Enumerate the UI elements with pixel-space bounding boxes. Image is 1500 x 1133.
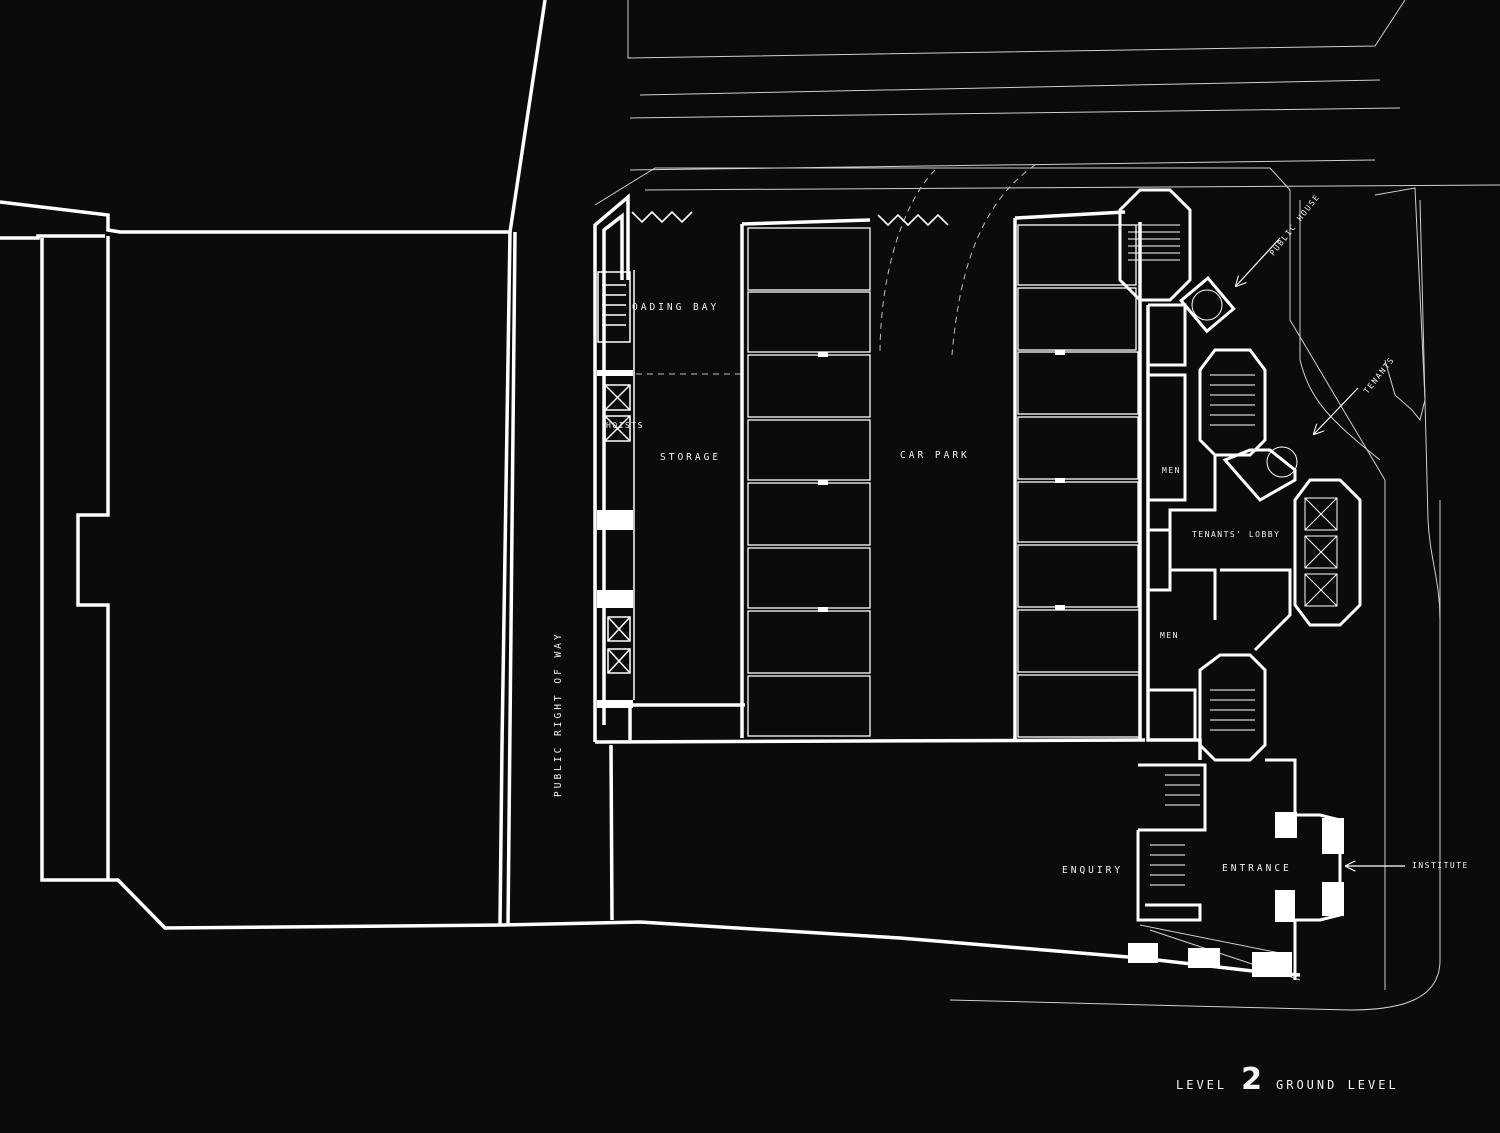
storage-strip [597, 270, 635, 700]
entrance-piers [1128, 812, 1344, 977]
hoists-label: HOISTS [606, 421, 644, 430]
zigzag-marks [631, 210, 949, 227]
storage-wall-blocks [597, 370, 633, 708]
loading-bay-label: OADING BAY [632, 302, 720, 313]
cores [1118, 188, 1362, 980]
enquiry-label: ENQUIRY [1062, 865, 1124, 876]
level-word: LEVEL [1176, 1078, 1228, 1092]
parking-bays-left [747, 227, 871, 737]
core-stairs [1128, 224, 1338, 886]
entrance-label: ENTRANCE [1222, 863, 1292, 874]
institute-label: INSTITUTE [1412, 861, 1469, 870]
tenants-lobby-label: TENANTS' LOBBY [1192, 530, 1281, 539]
bay-markers [818, 350, 1065, 612]
entry-arrows [1236, 237, 1405, 866]
public-right-of-way-label: PUBLIC RIGHT OF WAY [553, 631, 564, 797]
car-park-label: CAR PARK [900, 450, 970, 461]
site-context-lines [594, 0, 1500, 1011]
dashed-lines [636, 164, 1036, 375]
level-name: GROUND LEVEL [1276, 1078, 1399, 1092]
parking-bays-right [1017, 224, 1141, 738]
title-block: LEVEL 2 GROUND LEVEL [1176, 1062, 1399, 1097]
walls [0, 0, 1301, 977]
level-number: 2 [1241, 1062, 1262, 1097]
storage-label: STORAGE [660, 452, 722, 463]
men-upper-label: MEN [1162, 466, 1181, 475]
men-lower-label: MEN [1160, 631, 1179, 640]
